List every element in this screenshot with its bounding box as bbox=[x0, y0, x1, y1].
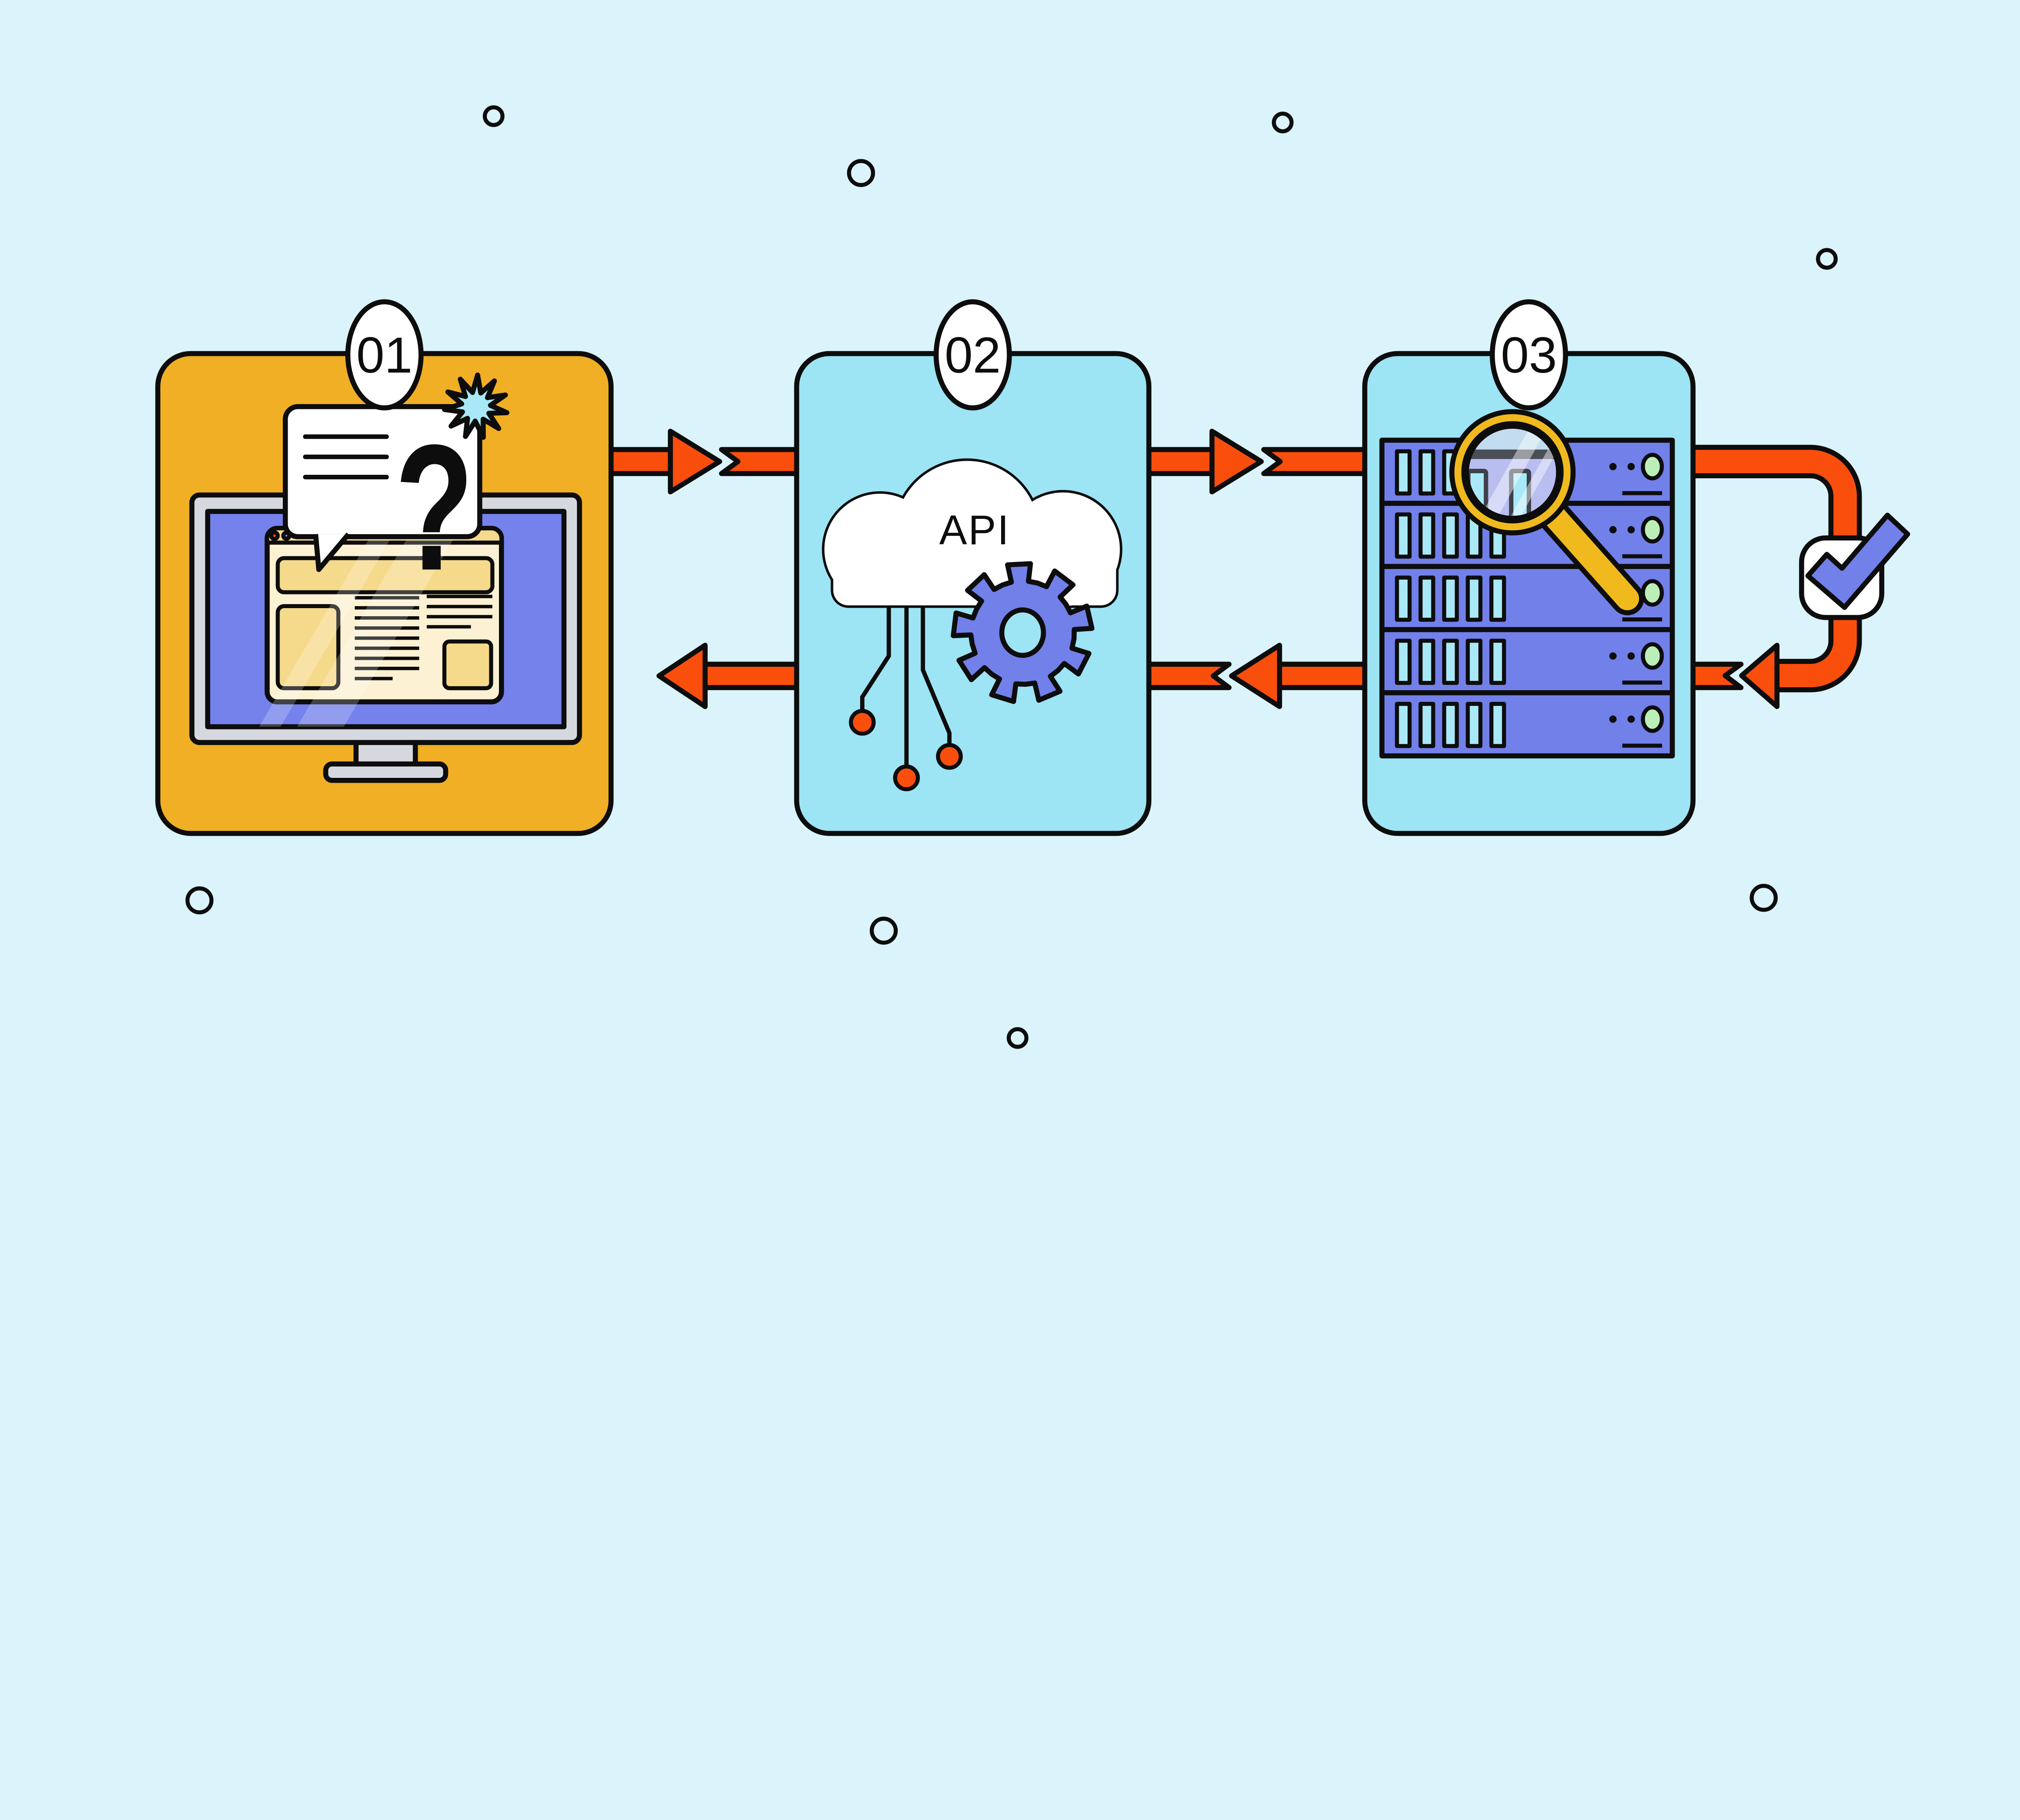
step-number-3: 03 bbox=[1501, 327, 1557, 383]
arrow-notch bbox=[719, 447, 800, 476]
ring-icon bbox=[1006, 1027, 1029, 1049]
gear-icon bbox=[951, 561, 1095, 704]
bubble-text-lines bbox=[303, 434, 389, 480]
arrow-band bbox=[1274, 661, 1369, 690]
arrow-shapes bbox=[606, 428, 1780, 709]
step-number-2: 02 bbox=[945, 327, 1001, 383]
arrow-head-right-icon bbox=[1209, 428, 1264, 495]
screen-glare bbox=[259, 511, 470, 727]
browser-window bbox=[259, 511, 504, 727]
ring-icon bbox=[185, 886, 214, 914]
ring-icon bbox=[1272, 112, 1294, 133]
step-badge-2 bbox=[933, 299, 1012, 411]
browser-dot-red bbox=[269, 530, 280, 541]
arrow-band bbox=[699, 661, 801, 690]
api-flow-diagram: ? API bbox=[155, 105, 1911, 1049]
check-badge bbox=[1799, 512, 1911, 620]
speech-bubble-icon: ? bbox=[283, 404, 482, 608]
magnifier-glass bbox=[1468, 428, 1557, 517]
magnifier-handle bbox=[1536, 497, 1639, 611]
checkmark-icon bbox=[1805, 512, 1911, 610]
browser-image-block bbox=[442, 639, 493, 691]
flow-arrows bbox=[606, 428, 1862, 709]
ring-icon bbox=[869, 916, 898, 945]
speech-bubble-tail bbox=[313, 532, 351, 572]
arrow-head-right-icon bbox=[668, 428, 722, 495]
starburst-icon bbox=[442, 372, 509, 440]
magnifier-icon bbox=[1449, 409, 1644, 615]
ring-inner-line bbox=[1461, 421, 1564, 524]
arrow-head-left-icon bbox=[1229, 642, 1282, 709]
ring-icon bbox=[847, 159, 875, 187]
api-label: API bbox=[939, 507, 1010, 553]
arrow-band bbox=[606, 447, 674, 476]
ring-icon bbox=[1816, 248, 1838, 270]
ring-icon bbox=[1749, 884, 1778, 912]
ring-outer-line bbox=[1449, 409, 1576, 535]
monitor-stand-base bbox=[323, 761, 448, 783]
browser-banner bbox=[276, 556, 494, 594]
step-badges: 01 02 03 bbox=[345, 299, 1568, 411]
ring-icon bbox=[483, 105, 505, 127]
browser-sidebar-block bbox=[276, 604, 341, 691]
step-badge-3 bbox=[1490, 299, 1568, 411]
arrow-head-left-icon bbox=[656, 642, 708, 709]
circuit-nodes bbox=[849, 709, 963, 792]
circuit-lines bbox=[849, 606, 963, 792]
arrow-notch bbox=[1138, 661, 1232, 690]
step-number-1: 01 bbox=[356, 327, 412, 383]
step-badge-1 bbox=[345, 299, 424, 411]
arrow-notch bbox=[1261, 447, 1368, 476]
arrow-head-left-icon bbox=[1739, 642, 1780, 709]
cloud-fill bbox=[824, 461, 1120, 606]
api-cloud-icon: API bbox=[822, 458, 1123, 609]
browser-text-lines bbox=[355, 594, 492, 680]
decorative-rings bbox=[185, 105, 1838, 1049]
question-mark: ? bbox=[395, 407, 473, 608]
arrow-band bbox=[1144, 447, 1216, 476]
